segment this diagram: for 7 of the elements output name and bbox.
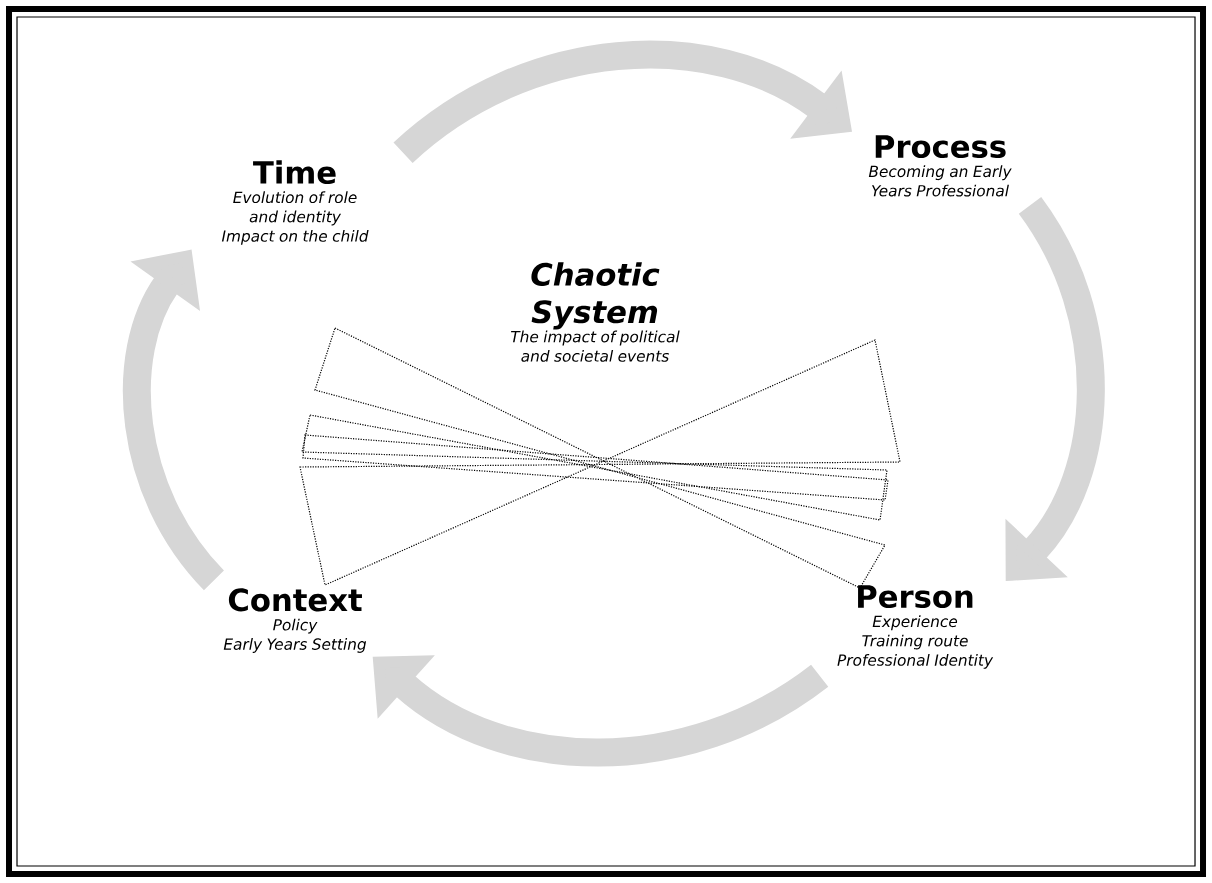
concept-label: Person Experience Training route Professional Identity	[837, 585, 994, 669]
concept-label: Process Becoming an Early Years Professional	[868, 135, 1012, 197]
concept-label: Time Evolution of role and identity Impact on the child	[221, 160, 369, 245]
curved-arrow	[394, 40, 852, 164]
concept-label: Chaotic System The impact of political and societal events	[510, 262, 680, 362]
concept-label: Context Policy Early Years Setting	[223, 588, 367, 653]
curved-arrow	[1005, 197, 1105, 581]
